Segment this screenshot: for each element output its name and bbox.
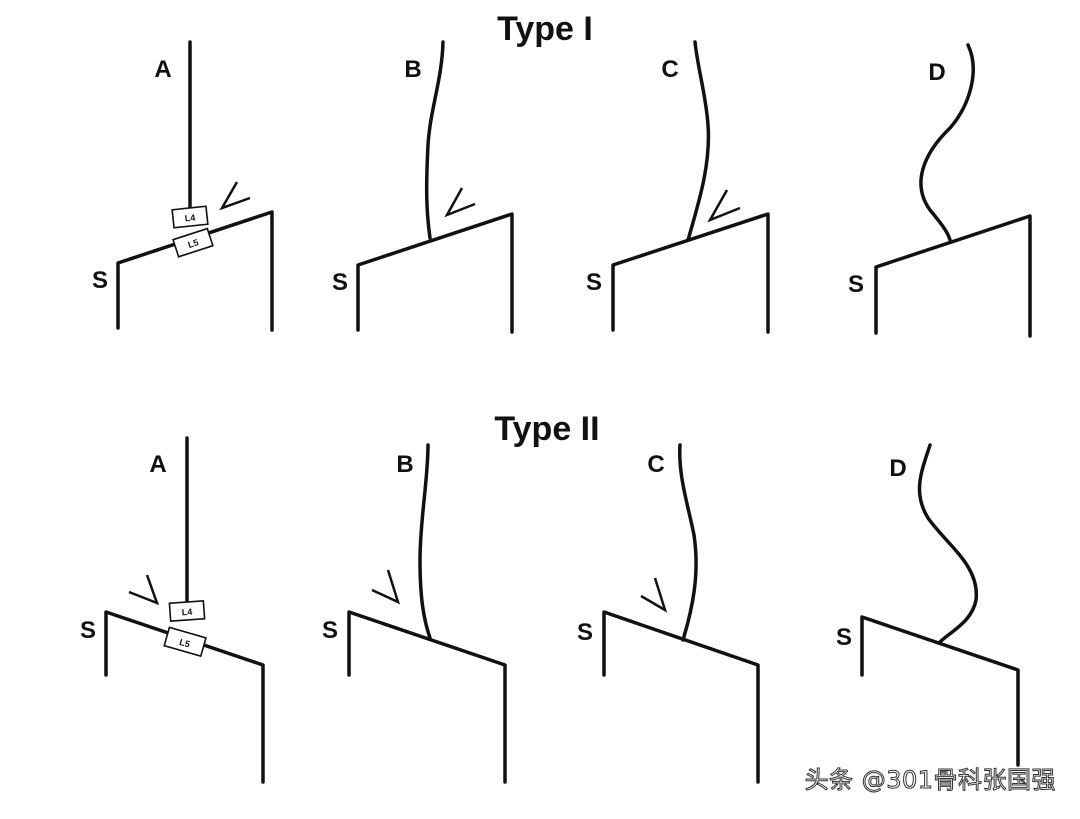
type-ii-panel-c-label: C xyxy=(647,451,664,478)
type-ii-panel-b-arrow xyxy=(371,569,401,605)
type-i-panel-b: B S xyxy=(332,40,514,334)
type-ii-title: Type II xyxy=(494,410,599,448)
type-i-panel-c-label: C xyxy=(661,56,678,83)
type-i-panel-b-s-label: S xyxy=(332,269,348,296)
type-i-panel-c-arrow xyxy=(707,189,741,223)
type-ii-panel-d-s-label: S xyxy=(836,624,852,651)
type-ii-panel-a-l4-text: L4 xyxy=(181,607,192,618)
type-i-panel-a-l5-text: L5 xyxy=(187,237,200,250)
type-i-panel-a: A S L4 L5 xyxy=(92,40,274,332)
type-i-panel-a-l5-box: L5 xyxy=(172,227,214,258)
type-ii-panel-a-arrow xyxy=(128,574,160,606)
type-ii-panel-d-label: D xyxy=(889,455,906,482)
type-i-panel-a-l4-text: L4 xyxy=(184,212,196,223)
type-ii-panel-d-spine-curve xyxy=(917,443,978,644)
type-i-panel-c-s-label: S xyxy=(586,269,602,296)
type-ii-panel-a-s-label: S xyxy=(80,617,96,644)
type-i-panel-a-arrow xyxy=(219,181,251,211)
type-i-panel-a-label: A xyxy=(154,56,171,83)
type-i-panel-d: D S xyxy=(848,43,1032,338)
type-i-panel-c-sacrum xyxy=(611,212,770,334)
type-i-panel-a-s-label: S xyxy=(92,267,108,294)
type-i-panel-a-sacrum xyxy=(116,210,274,332)
type-ii-panel-d-sacrum xyxy=(860,615,1020,767)
type-i-panel-b-sacrum xyxy=(356,212,514,334)
type-i-panel-d-label: D xyxy=(928,59,945,86)
type-i-title: Type I xyxy=(497,10,593,48)
type-i-panel-d-spine-curve xyxy=(919,43,975,242)
type-i-panel-c-spine-curve xyxy=(686,40,711,242)
type-i-panel-b-arrow xyxy=(444,187,476,218)
type-ii-panel-a-l5-text: L5 xyxy=(178,637,191,650)
type-i-panel-d-s-label: S xyxy=(848,271,864,298)
type-ii-panel-a-label: A xyxy=(149,451,166,478)
type-ii-panel-b: B S xyxy=(322,443,507,784)
type-i-panel-a-l4-box: L4 xyxy=(171,205,209,229)
type-ii-panel-c: C S xyxy=(577,443,760,784)
type-ii-panel-d: D S xyxy=(836,443,1020,767)
type-ii-panel-c-sacrum xyxy=(602,610,760,784)
type-ii-panel-b-label: B xyxy=(396,451,413,478)
type-i-panel-b-label: B xyxy=(404,56,421,83)
type-ii-panel-a-l5-box: L5 xyxy=(163,626,207,658)
type-ii-panel-b-spine-curve xyxy=(418,443,432,640)
type-i-panel-d-sacrum xyxy=(874,214,1032,338)
type-ii-panel-c-s-label: S xyxy=(577,619,593,646)
type-ii-panel-c-spine-curve xyxy=(677,443,698,642)
type-i-panel-b-spine-curve xyxy=(424,40,445,240)
type-ii-panel-a: A S L4 L5 xyxy=(80,436,265,784)
watermark-text: 头条 @301骨科张国强 xyxy=(804,766,1056,795)
type-ii-panel-b-s-label: S xyxy=(322,617,338,644)
type-ii-panel-b-sacrum xyxy=(347,610,507,784)
type-ii-panel-c-arrow xyxy=(640,577,668,613)
type-i-panel-c: C S xyxy=(586,40,770,334)
type-ii-panel-a-l4-box: L4 xyxy=(168,599,206,623)
